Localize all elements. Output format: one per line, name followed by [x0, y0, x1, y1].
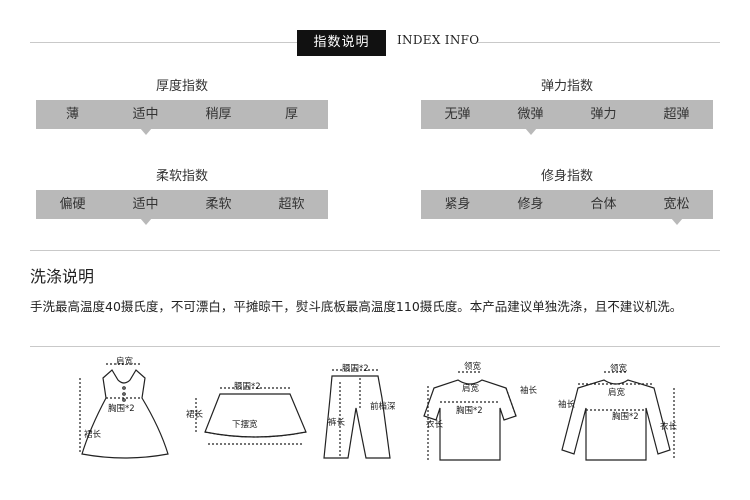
pants-rise-label: 前档深	[370, 402, 396, 412]
pants-length-label: 裤长	[328, 418, 346, 428]
elasticity-level: 弹力	[590, 107, 617, 122]
dress-length-label: 裙长	[84, 430, 102, 440]
header-line-left	[30, 42, 297, 43]
size-diagram-art	[79, 363, 675, 461]
thickness-level: 薄	[65, 107, 79, 122]
section-divider-bottom	[30, 346, 720, 347]
skirt-waist-label: 腰围*2	[234, 382, 261, 392]
wash-text: 手洗最高温度40摄氏度，不可漂白，平摊晾干，熨斗底板最高温度110摄氏度。本产品…	[30, 299, 683, 314]
skirt-hem-label: 下摆宽	[232, 420, 258, 430]
longsleeve-chest-label: 胸围*2	[612, 412, 639, 422]
index-title-en: INDEX INFO	[397, 33, 480, 47]
longsleeve-diagram	[561, 371, 675, 461]
skirt-diagram	[195, 387, 307, 445]
pants-waist-label: 腰围*2	[342, 364, 369, 374]
fit-level: 宽松	[663, 197, 690, 212]
thickness-index-label: 厚度指数	[155, 79, 208, 94]
thickness-level: 厚	[284, 107, 298, 122]
elasticity-selected-marker	[524, 128, 537, 135]
softness-level: 超软	[278, 197, 305, 212]
tee-length-label: 衣长	[426, 420, 444, 430]
elasticity-level: 超弹	[663, 107, 690, 122]
elasticity-level: 微弹	[517, 107, 544, 122]
fit-level: 修身	[517, 197, 544, 212]
tee-chest-label: 胸围*2	[456, 406, 483, 416]
skirt-length-label: 裙长	[186, 410, 204, 420]
pants-diagram	[323, 369, 391, 459]
longsleeve-shoulder-label: 肩宽	[608, 388, 626, 398]
size-diagrams: 肩宽 胸围*2 裙长 腰围*2 裙长 下摆宽 腰围*2 前档深 裤长 领宽 袖长…	[60, 357, 700, 468]
softness-level: 适中	[132, 197, 159, 212]
softness-selected-marker	[139, 218, 152, 225]
fit-level: 合体	[590, 197, 617, 212]
wash-title: 洗涤说明	[30, 267, 95, 286]
longsleeve-length-label: 衣长	[660, 422, 678, 432]
dress-chest-label: 胸围*2	[108, 404, 135, 414]
tee-sleeve-label: 袖长	[520, 386, 538, 396]
thickness-level: 适中	[132, 107, 159, 122]
elasticity-index-bar: 无弹 微弹 弹力 超弹	[421, 100, 713, 129]
fit-selected-marker	[670, 218, 683, 225]
elasticity-index-label: 弹力指数	[540, 79, 593, 94]
softness-index-bar: 偏硬 适中 柔软 超软	[36, 190, 328, 219]
softness-level: 柔软	[205, 197, 232, 212]
fit-index-label: 修身指数	[540, 169, 593, 184]
header-line-right	[478, 42, 720, 43]
fit-index-bar: 紧身 修身 合体 宽松	[421, 190, 713, 219]
fit-level: 紧身	[444, 197, 471, 212]
index-title-cn: 指数说明	[297, 30, 386, 56]
section-divider-top	[30, 250, 720, 251]
dress-shoulder-label: 肩宽	[116, 357, 134, 367]
thickness-index-bar: 薄 适中 稍厚 厚	[36, 100, 328, 129]
softness-index-label: 柔软指数	[155, 169, 208, 184]
elasticity-level: 无弹	[444, 107, 471, 122]
thickness-selected-marker	[139, 128, 152, 135]
thickness-level: 稍厚	[205, 107, 232, 122]
tshirt-diagram	[423, 371, 517, 461]
tee-shoulder-label: 肩宽	[462, 384, 480, 394]
dress-diagram	[79, 363, 169, 459]
tee-collar-label: 领宽	[464, 362, 482, 372]
longsleeve-sleeve-label: 袖长	[558, 400, 576, 410]
longsleeve-collar-label: 领宽	[610, 364, 628, 374]
softness-level: 偏硬	[59, 197, 86, 212]
